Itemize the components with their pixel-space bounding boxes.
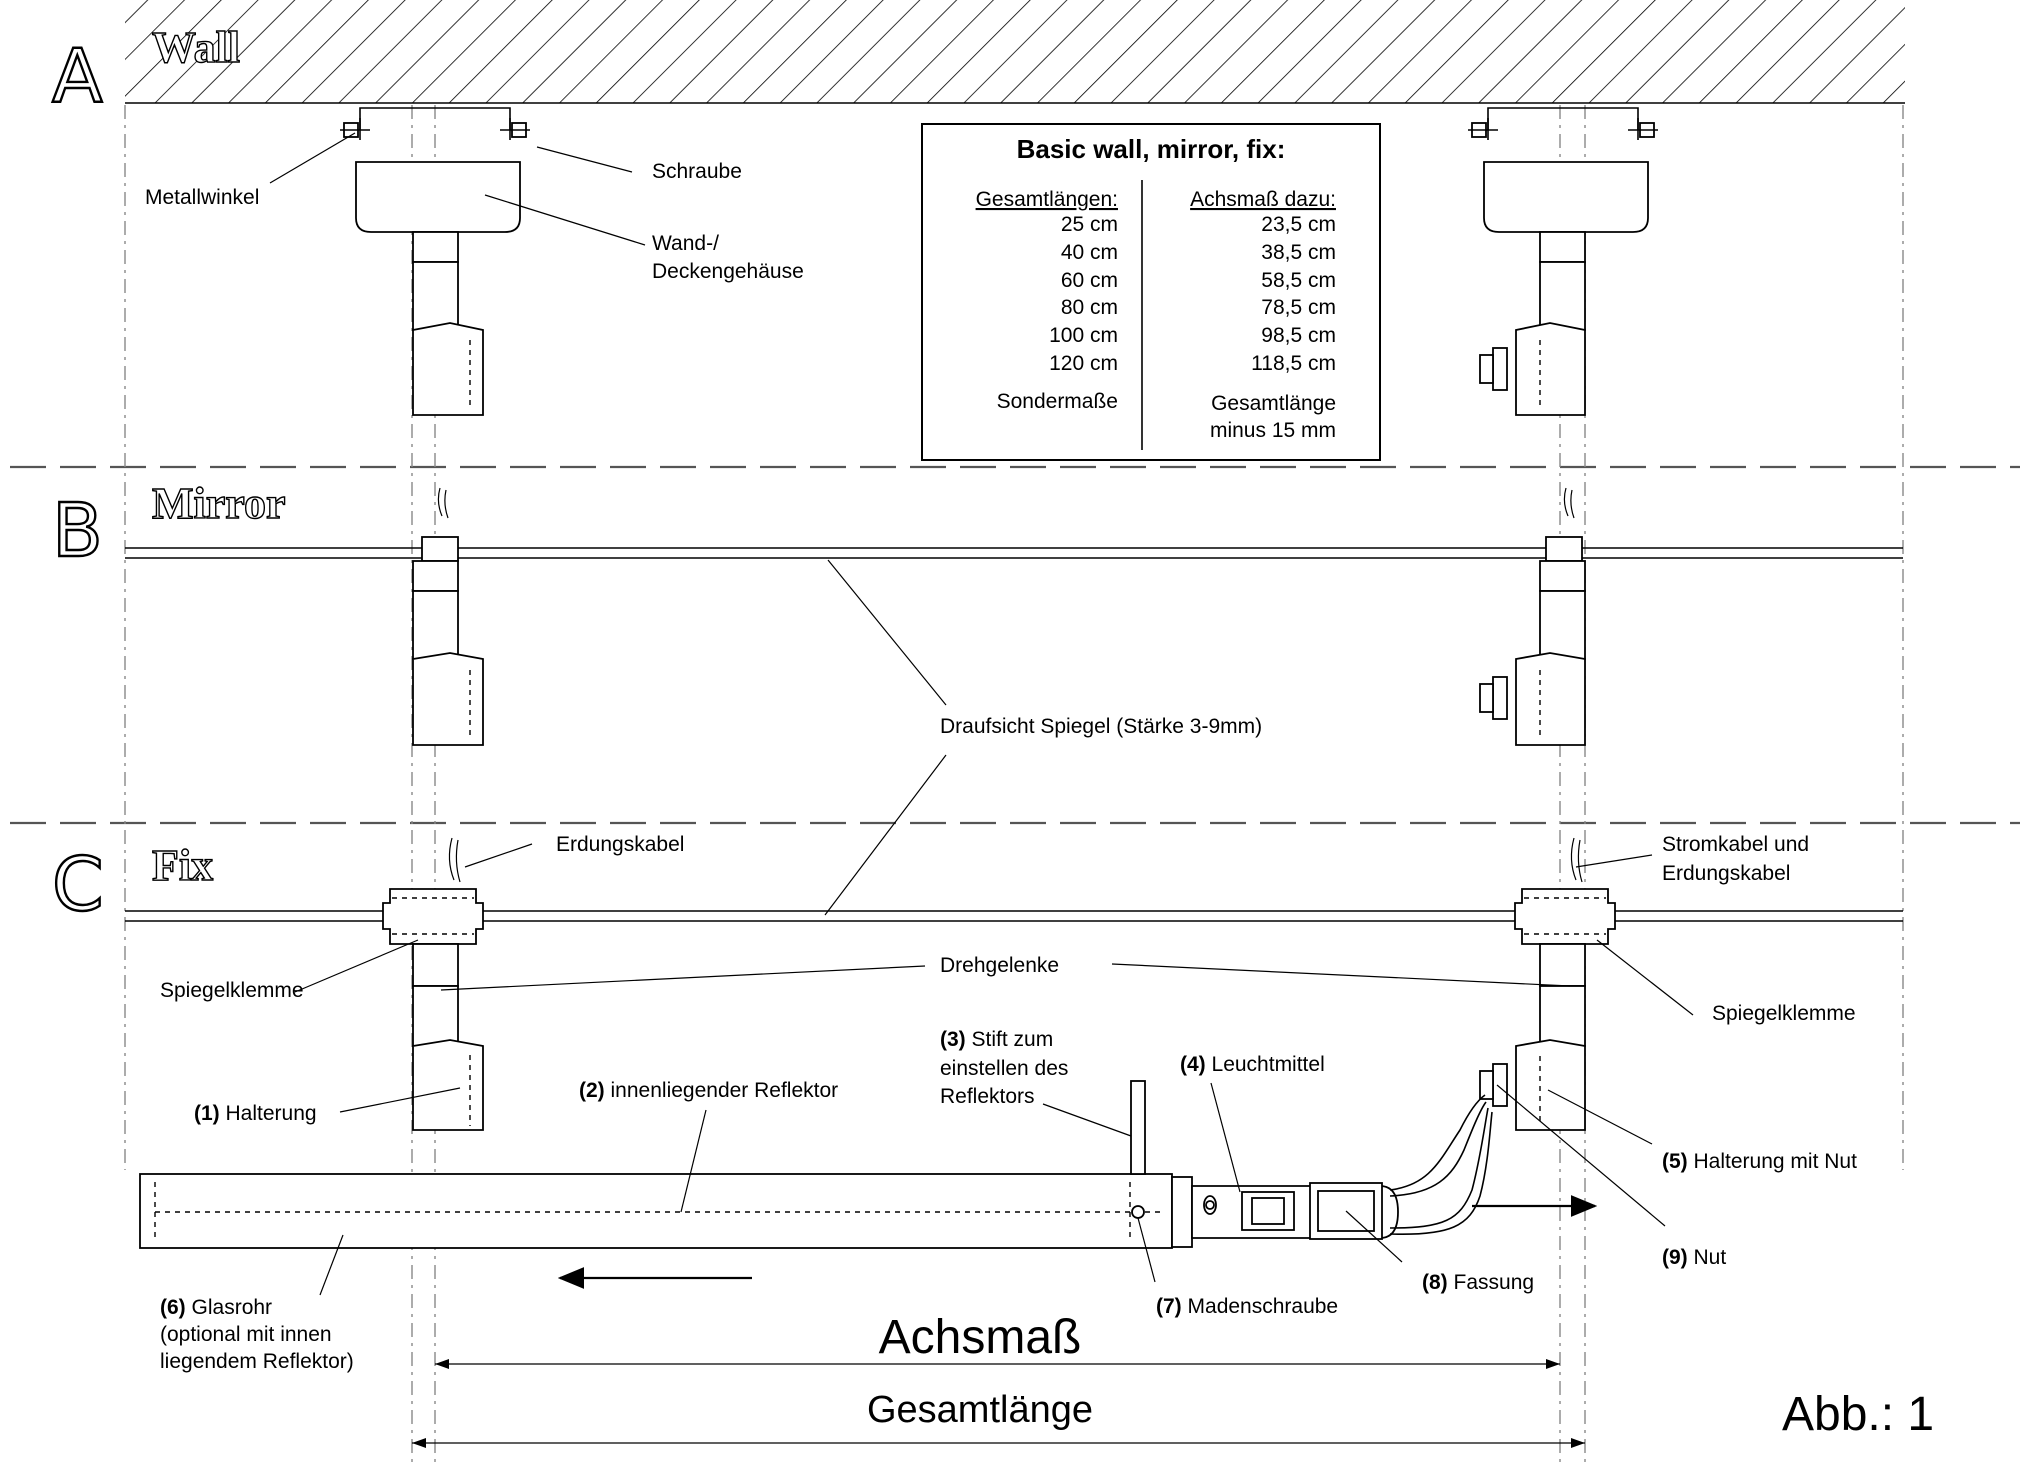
- label-leuchtmittel: (4) Leuchtmittel: [1180, 1053, 1325, 1076]
- leader-halterung: [339, 1087, 461, 1113]
- leader-leuchtmittel: [1210, 1082, 1241, 1193]
- table-total-1: 25 cm: [1061, 213, 1118, 236]
- leader-nut: [1496, 1084, 1666, 1227]
- section-name-fix: Fix: [152, 841, 213, 890]
- label-wand: Wand-/: [652, 232, 719, 255]
- fix-fixture-right: [1479, 837, 1616, 1131]
- table-special-left: Sondermaße: [997, 390, 1118, 413]
- section-letter-c: C: [52, 842, 104, 928]
- label-achsmass: Achsmaß: [879, 1311, 1082, 1364]
- label-stift-2: einstellen des: [940, 1057, 1068, 1080]
- table-total-5: 100 cm: [1049, 324, 1118, 347]
- label-gesamtlaenge: Gesamtlänge: [867, 1389, 1093, 1431]
- label-spiegelklemme-left: Spiegelklemme: [160, 979, 304, 1002]
- dimension-achsmass: [435, 1359, 1560, 1369]
- glass-tube: [139, 1080, 1173, 1249]
- label-drehgelenke: Drehgelenke: [940, 954, 1059, 977]
- leader-wand: [484, 194, 646, 246]
- table-axis-1: 23,5 cm: [1261, 213, 1336, 236]
- table-special-right-2: minus 15 mm: [1210, 419, 1336, 442]
- fix-fixture-left: [382, 837, 484, 1131]
- label-stift: (3) Stift zum: [940, 1028, 1053, 1051]
- dimension-gesamtlaenge: [412, 1438, 1585, 1448]
- label-halterung-nut: (5) Halterung mit Nut: [1662, 1150, 1857, 1173]
- section-name-mirror: Mirror: [152, 479, 286, 528]
- table-col2-header: Achsmaß dazu:: [1190, 188, 1336, 211]
- leader-metallwinkel: [269, 132, 356, 184]
- leader-glasrohr: [319, 1234, 344, 1296]
- table-axis-4: 78,5 cm: [1261, 296, 1336, 319]
- table-axis-3: 58,5 cm: [1261, 269, 1336, 292]
- mirror-fixture-right: [1479, 487, 1586, 746]
- label-schraube: Schraube: [652, 160, 742, 183]
- section-letter-b: B: [52, 488, 103, 574]
- leader-stromkabel: [1575, 854, 1653, 868]
- leader-stift: [1042, 1103, 1132, 1137]
- label-madenschraube: (7) Madenschraube: [1156, 1295, 1338, 1318]
- label-erdungskabel: Erdungskabel: [556, 833, 684, 856]
- leader-madenschraube: [1137, 1217, 1156, 1283]
- wall-fixture-right: [1468, 107, 1658, 416]
- table-axis-2: 38,5 cm: [1261, 241, 1336, 264]
- dimension-table: Basic wall, mirror, fix: Gesamtlängen: A…: [921, 123, 1381, 461]
- label-deckengehaeuse: Deckengehäuse: [652, 260, 804, 283]
- table-total-6: 120 cm: [1049, 352, 1118, 375]
- leader-erdungskabel: [464, 843, 533, 868]
- label-spiegelklemme-right: Spiegelklemme: [1712, 1002, 1856, 1025]
- table-total-2: 40 cm: [1061, 241, 1118, 264]
- leader-reflektor: [680, 1109, 707, 1213]
- label-glasrohr: (6) Glasrohr: [160, 1296, 272, 1319]
- label-reflektor: (2) innenliegender Reflektor: [579, 1079, 838, 1102]
- mirror-fixture-left: [412, 487, 484, 746]
- label-glasrohr-2: (optional mit innen: [160, 1323, 332, 1346]
- label-halterung: (1) Halterung: [194, 1102, 317, 1125]
- wall-fixture-left: [340, 107, 530, 416]
- leader-draufsicht-b: [827, 559, 947, 706]
- leader-spiegelklemme-left: [294, 939, 419, 993]
- table-col1-header: Gesamtlängen:: [976, 188, 1118, 211]
- table-title: Basic wall, mirror, fix:: [1017, 134, 1286, 164]
- leader-halterung-nut: [1547, 1089, 1653, 1145]
- label-nut: (9) Nut: [1662, 1246, 1726, 1269]
- leader-drehgelenk-left: [440, 965, 926, 991]
- section-letter-a: A: [52, 34, 103, 120]
- label-metallwinkel: Metallwinkel: [145, 186, 259, 209]
- table-axis-6: 118,5 cm: [1251, 352, 1336, 375]
- wall-hatching: [125, 0, 1905, 104]
- label-fassung: (8) Fassung: [1422, 1271, 1534, 1294]
- leader-schraube: [536, 146, 633, 173]
- table-axis-5: 98,5 cm: [1261, 324, 1336, 347]
- lamp-assembly: [1171, 1094, 1493, 1248]
- label-stromkabel-2: Erdungskabel: [1662, 862, 1790, 885]
- table-special-right-1: Gesamtlänge: [1211, 392, 1336, 415]
- figure-label: Abb.: 1: [1782, 1388, 1934, 1441]
- section-name-wall: Wall: [152, 23, 240, 72]
- table-total-4: 80 cm: [1061, 296, 1118, 319]
- leader-fassung: [1345, 1210, 1403, 1263]
- table-total-3: 60 cm: [1061, 269, 1118, 292]
- leader-draufsicht-c: [824, 754, 947, 916]
- leader-spiegelklemme-right: [1596, 939, 1694, 1016]
- label-stromkabel: Stromkabel und: [1662, 833, 1809, 856]
- label-draufsicht-spiegel: Draufsicht Spiegel (Stärke 3-9mm): [940, 715, 1262, 738]
- label-glasrohr-3: liegendem Reflektor): [160, 1350, 354, 1373]
- label-stift-3: Reflektors: [940, 1085, 1035, 1108]
- mirror-top-view-b: [125, 547, 1903, 559]
- leader-drehgelenk-right: [1111, 963, 1571, 987]
